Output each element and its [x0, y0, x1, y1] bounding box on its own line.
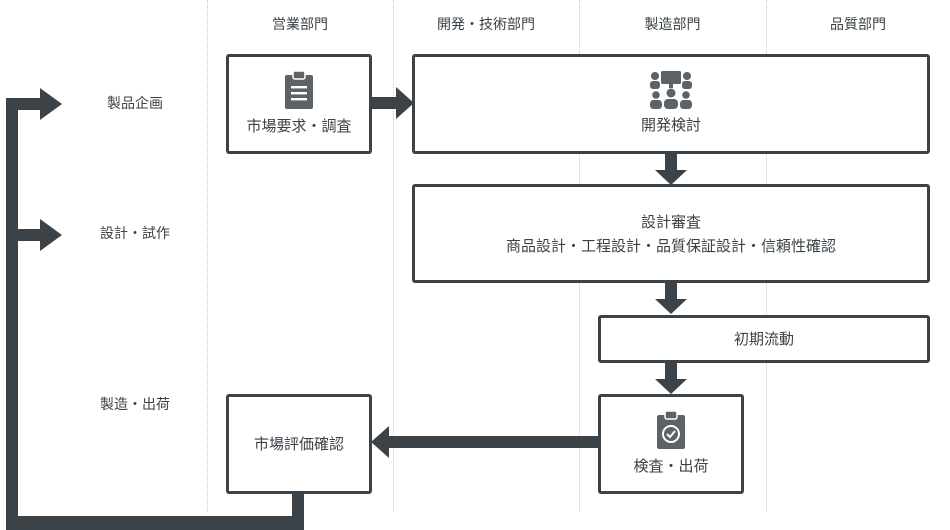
arrowhead-inspection-to-eval [371, 426, 389, 458]
team-meeting-icon [650, 71, 692, 109]
clipboard-icon [285, 70, 313, 109]
box-market-eval-label: 市場評価確認 [253, 435, 344, 453]
feedback-loop-left [6, 98, 18, 530]
box-market-research-label: 市場要求・調査 [246, 117, 352, 135]
arrowhead-research-to-dev [396, 87, 414, 119]
column-divider [207, 0, 208, 512]
feedback-loop-riser [292, 492, 304, 530]
box-design-review-title: 設計審査 [640, 212, 701, 231]
arrowhead-to-design [40, 219, 62, 251]
box-market-eval: 市場評価確認 [226, 394, 372, 494]
box-dev-review: 開発検討 [412, 54, 930, 154]
arrow-shaft-inspection-to-eval [386, 436, 601, 448]
column-header-sales: 営業部門 [272, 17, 328, 33]
box-inspection: 検査・出荷 [598, 394, 744, 494]
arrowhead-design-to-initial [655, 299, 687, 314]
feedback-branch-design [6, 229, 42, 241]
feedback-loop-bottom [6, 516, 304, 530]
column-header-rnd: 開発・技術部門 [437, 17, 535, 33]
box-dev-review-label: 開発検討 [640, 116, 701, 134]
arrowhead-to-planning [40, 88, 62, 120]
box-design-review-detail: 商品設計・工程設計・品質保証設計・信頼性確認 [505, 236, 836, 255]
box-inspection-label: 検査・出荷 [633, 457, 709, 475]
arrow-shaft-dev-to-design [665, 152, 677, 172]
arrow-shaft-design-to-initial [665, 281, 677, 301]
column-header-manufacturing: 製造部門 [644, 17, 701, 33]
box-initial-flow-label: 初期流動 [733, 330, 794, 348]
phase-label-production: 製造・出荷 [100, 397, 170, 413]
phase-label-planning: 製品企画 [107, 96, 163, 112]
column-divider [393, 0, 394, 512]
box-design-review: 設計審査 商品設計・工程設計・品質保証設計・信頼性確認 [412, 184, 930, 283]
box-market-research: 市場要求・調査 [226, 54, 372, 154]
phase-label-design: 設計・試作 [100, 226, 170, 242]
box-initial-flow: 初期流動 [598, 315, 930, 363]
arrowhead-dev-to-design [655, 170, 687, 185]
arrow-shaft-research-to-dev [370, 97, 398, 109]
arrow-shaft-initial-to-inspection [665, 361, 677, 381]
column-header-quality: 品質部門 [830, 17, 886, 33]
clipboard-check-icon [657, 410, 685, 449]
arrowhead-initial-to-inspection [655, 379, 687, 394]
feedback-branch-planning [6, 98, 42, 110]
